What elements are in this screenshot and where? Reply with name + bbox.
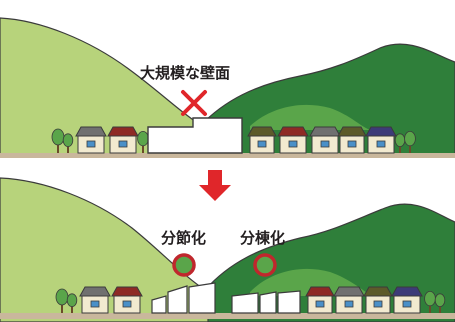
tree	[62, 133, 74, 153]
house	[363, 286, 393, 314]
segment-3	[188, 282, 216, 314]
segment-4	[231, 292, 259, 314]
house	[309, 126, 341, 154]
house	[75, 126, 107, 154]
segmented-buildings	[151, 282, 301, 314]
segment-2	[167, 285, 188, 314]
tree	[66, 293, 78, 313]
large-building	[147, 117, 243, 154]
houses-top	[75, 126, 397, 154]
down-arrow-icon	[199, 170, 231, 201]
house	[277, 126, 309, 154]
segment-6	[277, 290, 301, 314]
segmentation-label: 分節化	[161, 229, 206, 247]
house	[247, 126, 277, 154]
tree	[55, 288, 69, 313]
house	[107, 126, 139, 154]
mid-hill-top	[250, 104, 370, 130]
wall-label: 大規模な壁面	[140, 64, 230, 82]
ground-top	[0, 153, 455, 158]
cross-mark	[181, 90, 207, 116]
house	[111, 286, 143, 314]
ground-bottom	[0, 313, 455, 319]
house	[79, 286, 111, 314]
houses-bottom	[79, 286, 423, 314]
separation-label: 分棟化	[240, 229, 285, 247]
trees	[51, 128, 446, 313]
house	[365, 126, 397, 154]
house	[391, 286, 423, 314]
house	[333, 286, 365, 314]
circle-mark-1	[172, 253, 196, 277]
house	[337, 126, 367, 154]
tree	[434, 293, 446, 313]
tree	[404, 131, 416, 153]
circle-mark-2	[253, 253, 277, 277]
segment-5	[259, 291, 277, 314]
segment-1	[151, 295, 167, 314]
house	[305, 286, 335, 314]
